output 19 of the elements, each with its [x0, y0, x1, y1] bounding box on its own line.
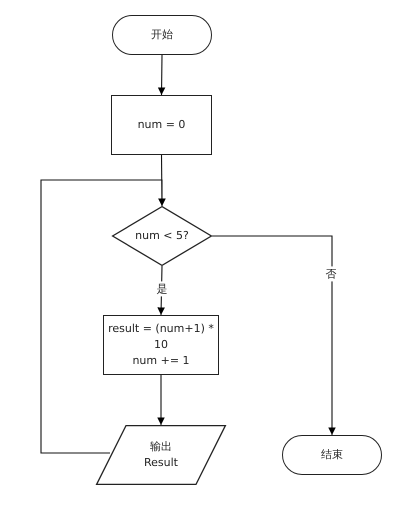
node-text: num += 1 — [132, 352, 190, 369]
edge-label: 是 — [156, 281, 168, 297]
node-text: num = 0 — [138, 117, 186, 133]
node-text: 结束 — [321, 447, 343, 463]
arrow — [158, 55, 166, 95]
edge-label: 否 — [326, 266, 336, 282]
arrow — [212, 235, 336, 435]
arrow — [40, 179, 166, 454]
terminal-shape — [282, 435, 382, 475]
node-text: 输出 Result — [144, 439, 178, 471]
io-parallelogram — [96, 425, 226, 485]
terminal-shape — [112, 15, 212, 55]
arrow — [157, 375, 165, 425]
process-box — [103, 315, 219, 375]
node-text: num < 5? — [135, 228, 189, 244]
node-text: 开始 — [151, 27, 173, 43]
decision-diamond — [112, 206, 212, 266]
arrow — [157, 266, 165, 316]
process-box — [111, 95, 212, 155]
